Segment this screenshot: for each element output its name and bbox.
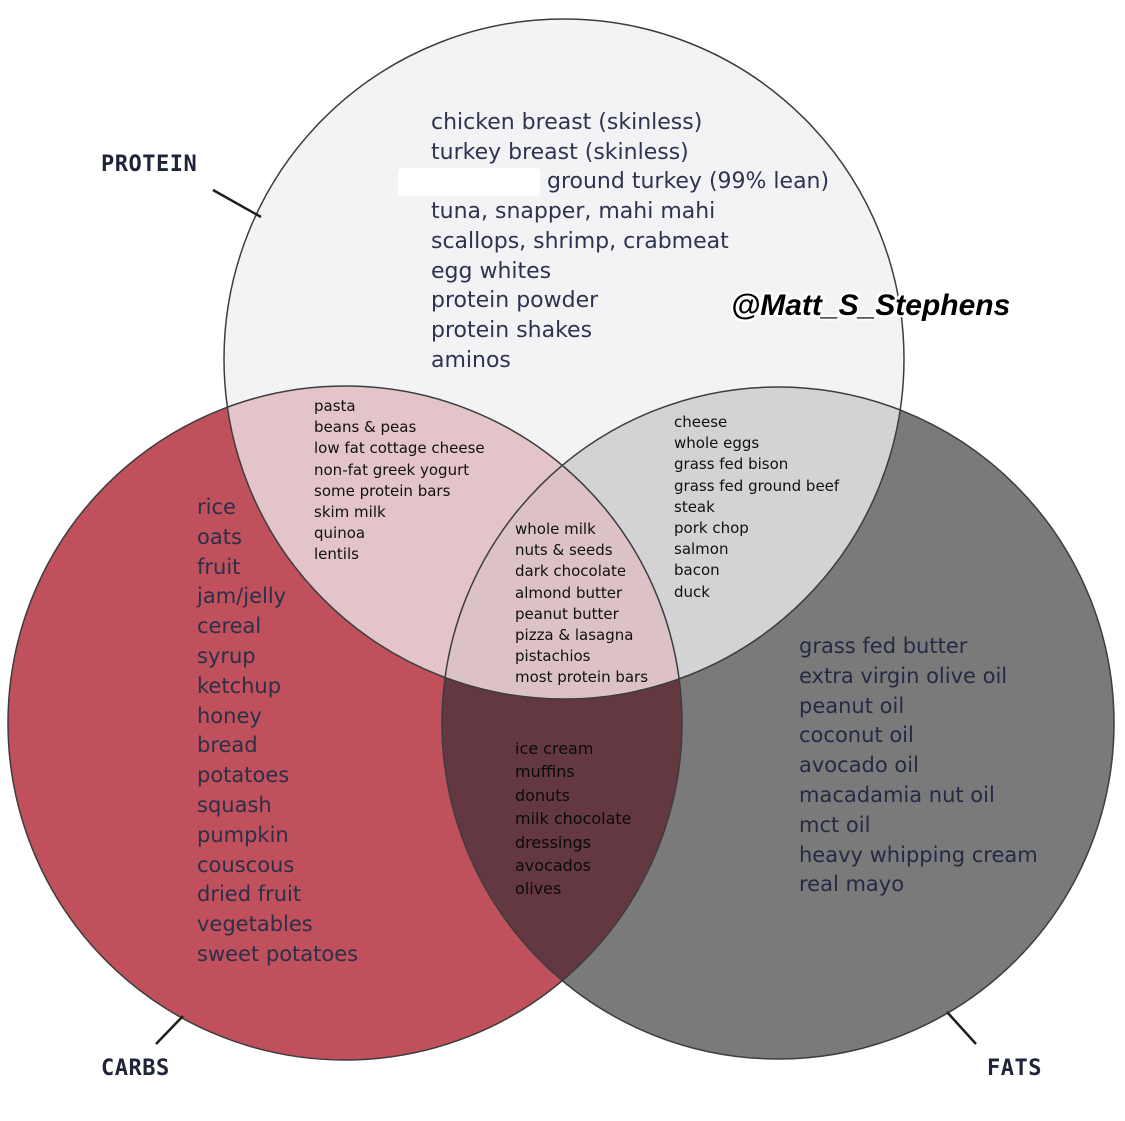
protein-label: PROTEIN	[101, 152, 198, 177]
list-item: beans & peas	[314, 418, 417, 437]
list-item: dried fruit	[197, 882, 302, 907]
fats-label: FATS	[987, 1056, 1042, 1081]
list-item: cereal	[197, 614, 262, 639]
list-item: scallops, shrimp, crabmeat	[431, 228, 729, 254]
protein-fats-food-list: cheese whole eggs grass fed bison grass …	[674, 412, 839, 603]
list-item: cheese	[674, 413, 728, 431]
list-item: whole milk	[515, 520, 596, 538]
list-item: ice cream	[515, 739, 594, 758]
list-item: real mayo	[799, 872, 905, 897]
carbs-food-list: rice oats fruit jam/jelly cereal syrup k…	[197, 493, 358, 970]
list-item: olives	[515, 879, 562, 899]
list-item: quinoa	[314, 524, 366, 543]
list-item: duck	[674, 582, 710, 601]
list-item: grass fed bison	[674, 455, 789, 474]
list-item: avocados	[515, 856, 591, 876]
list-item: dressings	[515, 832, 591, 852]
list-item: peanut butter	[515, 604, 619, 623]
list-item: ground turkey (99% lean)	[547, 169, 830, 195]
protein-circle-outline	[223, 18, 905, 700]
protein-food-list: chicken breast (skinless) turkey breast …	[431, 108, 829, 375]
list-item: pizza & lasagna	[515, 626, 634, 645]
list-item: sweet potatoes	[197, 941, 359, 966]
list-item: squash	[197, 792, 272, 817]
list-item: fruit	[197, 554, 241, 579]
list-item: skim milk	[314, 503, 386, 522]
list-item: turkey breast (skinless)	[431, 139, 689, 165]
list-item: almond butter	[515, 583, 623, 602]
fats-food-list: grass fed butter extra virgin olive oil …	[799, 632, 1038, 900]
list-item: pumpkin	[197, 822, 289, 847]
carbs-leader-line	[155, 1015, 184, 1045]
list-item: rice	[197, 495, 236, 519]
list-item: chicken breast (skinless)	[431, 110, 703, 135]
list-item: grass fed butter	[799, 634, 968, 658]
list-item: coconut oil	[799, 723, 914, 748]
list-item: steak	[674, 497, 715, 516]
fats-leader-line	[946, 1011, 977, 1045]
list-item: pork chop	[674, 519, 749, 538]
list-item: aminos	[431, 347, 511, 373]
list-item: avocado oil	[799, 753, 919, 778]
list-item: donuts	[515, 785, 570, 805]
list-item: bacon	[674, 561, 720, 580]
list-item: most protein bars	[515, 668, 649, 687]
list-item: tuna, snapper, mahi mahi	[431, 199, 716, 225]
list-item: low fat cottage cheese	[314, 439, 485, 458]
list-item: grass fed ground beef	[674, 476, 840, 495]
list-item: oats	[197, 524, 242, 549]
list-item: syrup	[197, 643, 256, 668]
list-item: muffins	[515, 762, 575, 782]
list-item: protein shakes	[431, 317, 593, 343]
carbs-circle-outline	[7, 385, 683, 1061]
carbs-label: CARBS	[101, 1056, 170, 1081]
list-item: macadamia nut oil	[799, 782, 995, 807]
list-item: couscous	[197, 852, 295, 877]
list-item: protein powder	[431, 288, 599, 314]
list-item: egg whites	[431, 258, 552, 284]
all-three-overlap	[442, 387, 682, 699]
list-item: bread	[197, 733, 258, 758]
watermark-handle: @Matt_S_Stephens	[731, 289, 1011, 322]
list-item: milk chocolate	[515, 809, 632, 829]
all-three-food-list: whole milk nuts & seeds dark chocolate a…	[515, 519, 648, 689]
list-item: nuts & seeds	[515, 541, 613, 560]
list-item: salmon	[674, 540, 729, 559]
list-item: potatoes	[197, 763, 290, 788]
list-item: pistachios	[515, 647, 591, 666]
list-item: dark chocolate	[515, 562, 627, 581]
list-item: heavy whipping cream	[799, 842, 1038, 867]
list-item: mct oil	[799, 812, 871, 837]
list-item: jam/jelly	[197, 584, 287, 609]
protein-carbs-food-list: pasta beans & peas low fat cottage chees…	[314, 396, 485, 566]
list-item: vegetables	[197, 912, 313, 937]
redaction-patch	[398, 168, 540, 196]
list-item: honey	[197, 703, 262, 728]
list-item: extra virgin olive oil	[799, 663, 1008, 688]
list-item: peanut oil	[799, 693, 905, 718]
list-item: lentils	[314, 545, 359, 564]
fats-circle-outline	[441, 386, 1115, 1060]
list-item: some protein bars	[314, 481, 451, 500]
list-item: non-fat greek yogurt	[314, 460, 470, 479]
protein-leader-line	[212, 188, 262, 219]
list-item: whole eggs	[674, 434, 760, 453]
list-item: ketchup	[197, 673, 282, 698]
list-item: pasta	[314, 397, 356, 415]
carbs-fats-food-list: ice cream muffins donuts milk chocolate …	[515, 737, 632, 901]
